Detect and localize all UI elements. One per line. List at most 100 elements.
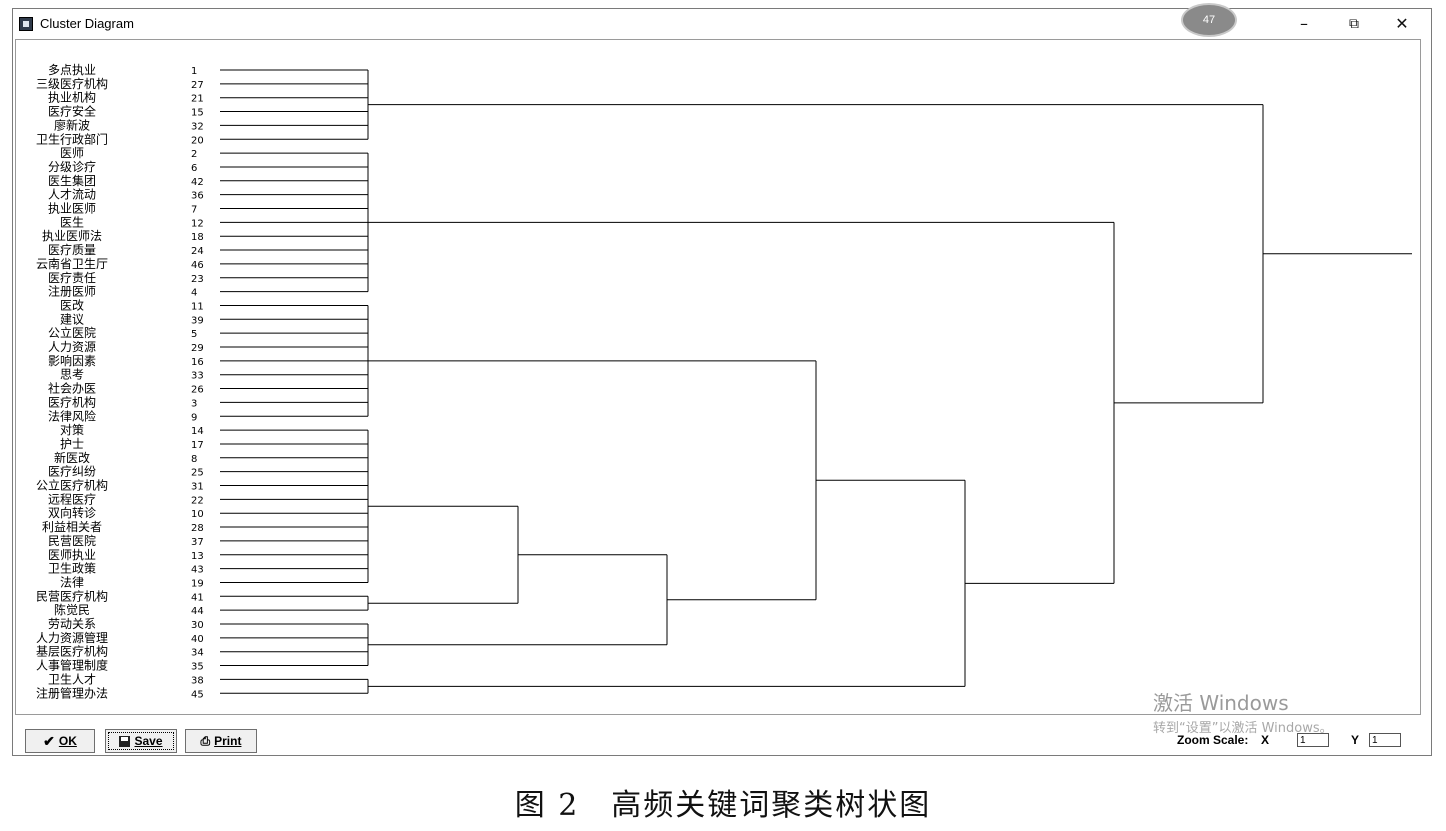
leaf-label: 廖新波 [54, 117, 90, 132]
leaf-label: 陈觉民 [54, 602, 90, 617]
app-icon [19, 17, 33, 31]
leaf-label: 远程医疗 [48, 491, 96, 506]
title-bar[interactable]: Cluster Diagram 47 – ⧉ ✕ [13, 3, 1431, 39]
ok-button[interactable]: ✔ OK [25, 729, 95, 753]
window-title: Cluster Diagram [40, 16, 134, 31]
leaf-label: 基层医疗机构 [36, 644, 108, 659]
leaf-label: 执业医师 [48, 202, 96, 216]
close-button[interactable]: ✕ [1395, 14, 1409, 33]
leaf-id: 12 [191, 218, 204, 229]
leaf-label: 卫生政策 [48, 562, 96, 576]
leaf-label: 影响因素 [48, 353, 96, 368]
notification-badge[interactable]: 47 [1181, 3, 1237, 37]
leaf-id: 35 [191, 662, 204, 673]
leaf-id: 7 [191, 205, 197, 216]
leaf-id: 15 [191, 108, 204, 119]
leaf-label: 医疗纠纷 [48, 465, 96, 479]
zoom-x-input[interactable]: 1 [1297, 733, 1329, 747]
leaf-label: 人力资源 [48, 340, 96, 354]
leaf-id: 40 [191, 634, 204, 645]
leaf-id: 23 [191, 274, 204, 285]
leaf-label: 新医改 [54, 450, 90, 465]
figure-caption: 图 2 高频关键词聚类树状图 [514, 788, 932, 823]
save-button[interactable]: Save [105, 729, 177, 753]
leaf-label: 社会办医 [48, 381, 96, 396]
leaf-label: 卫生行政部门 [36, 131, 108, 146]
leaf-id: 25 [191, 468, 204, 479]
leaf-label: 双向转诊 [48, 505, 96, 520]
leaf-id: 46 [191, 260, 204, 271]
floppy-disk-icon [119, 735, 131, 747]
checkmark-icon: ✔ [43, 732, 55, 749]
leaf-id: 9 [191, 412, 197, 423]
leaf-id: 31 [191, 482, 204, 493]
zoom-scale-label: Zoom Scale: [1177, 733, 1249, 747]
leaf-label: 注册医师 [48, 284, 96, 299]
printer-icon: ⎙ [200, 733, 211, 748]
leaf-label: 法律风险 [48, 408, 96, 423]
leaf-id: 24 [191, 246, 204, 257]
activation-watermark-title: 激活 Windows [1153, 691, 1289, 715]
print-label: Print [214, 734, 242, 748]
leaf-id: 36 [191, 191, 204, 202]
leaf-id: 6 [191, 163, 197, 174]
leaf-label: 云南省卫生厅 [36, 256, 108, 271]
leaf-id: 39 [191, 315, 204, 326]
save-label: Save [134, 734, 163, 748]
leaf-id: 10 [191, 509, 204, 520]
minimize-button[interactable]: – [1300, 14, 1308, 33]
leaf-label: 医疗责任 [48, 271, 96, 285]
leaf-label: 分级诊疗 [48, 160, 96, 174]
leaf-id: 27 [191, 80, 204, 91]
zoom-y-input[interactable]: 1 [1369, 733, 1401, 747]
leaf-id: 22 [191, 495, 204, 506]
leaf-id: 32 [191, 121, 204, 132]
leaf-id: 41 [191, 592, 204, 603]
leaf-id: 45 [191, 689, 204, 700]
zoom-x-label: X [1261, 733, 1270, 747]
leaf-id: 4 [191, 288, 197, 299]
leaf-label: 三级医疗机构 [36, 76, 108, 91]
leaf-id: 2 [191, 149, 197, 160]
leaf-id: 1 [191, 66, 197, 77]
leaf-label: 人才流动 [48, 188, 96, 202]
leaf-label: 思考 [60, 368, 84, 382]
leaf-label: 医疗安全 [48, 104, 96, 119]
leaf-id: 37 [191, 537, 204, 548]
leaf-label: 对策 [60, 423, 84, 437]
leaf-label: 建议 [60, 312, 84, 326]
leaf-id: 8 [191, 454, 197, 465]
leaf-label: 医改 [60, 298, 84, 312]
leaf-label: 医生集团 [48, 173, 96, 188]
leaf-label: 利益相关者 [42, 520, 102, 534]
bottom-toolbar: ✔ OK Save ⎙ Print Zoom Scale: X 1 Y 1 [13, 717, 1431, 755]
leaf-id: 42 [191, 177, 204, 188]
leaf-id: 44 [191, 606, 204, 617]
leaf-id: 43 [191, 565, 204, 576]
leaf-label: 公立医院 [48, 325, 96, 340]
leaf-label: 执业医师法 [42, 229, 102, 243]
leaf-id: 38 [191, 675, 204, 686]
leaf-label: 民营医院 [48, 534, 96, 548]
leaf-id: 3 [191, 398, 197, 409]
leaf-id: 26 [191, 385, 204, 396]
leaf-label: 公立医疗机构 [36, 478, 108, 493]
restore-button[interactable]: ⧉ [1349, 16, 1359, 32]
leaf-id: 33 [191, 371, 204, 382]
leaf-label: 医生 [60, 215, 84, 229]
leaf-label: 卫生人才 [48, 672, 96, 686]
leaf-label: 劳动关系 [48, 617, 96, 631]
print-button[interactable]: ⎙ Print [185, 729, 257, 753]
leaf-id: 17 [191, 440, 204, 451]
leaf-label: 多点执业 [48, 63, 96, 77]
leaf-label: 执业机构 [48, 90, 96, 105]
leaf-id: 11 [191, 301, 204, 312]
leaf-id: 20 [191, 135, 204, 146]
leaf-label: 人力资源管理 [36, 630, 108, 645]
zoom-y-label: Y [1351, 733, 1360, 747]
leaf-id: 5 [191, 329, 197, 340]
leaf-id: 14 [191, 426, 204, 437]
leaf-id: 29 [191, 343, 204, 354]
